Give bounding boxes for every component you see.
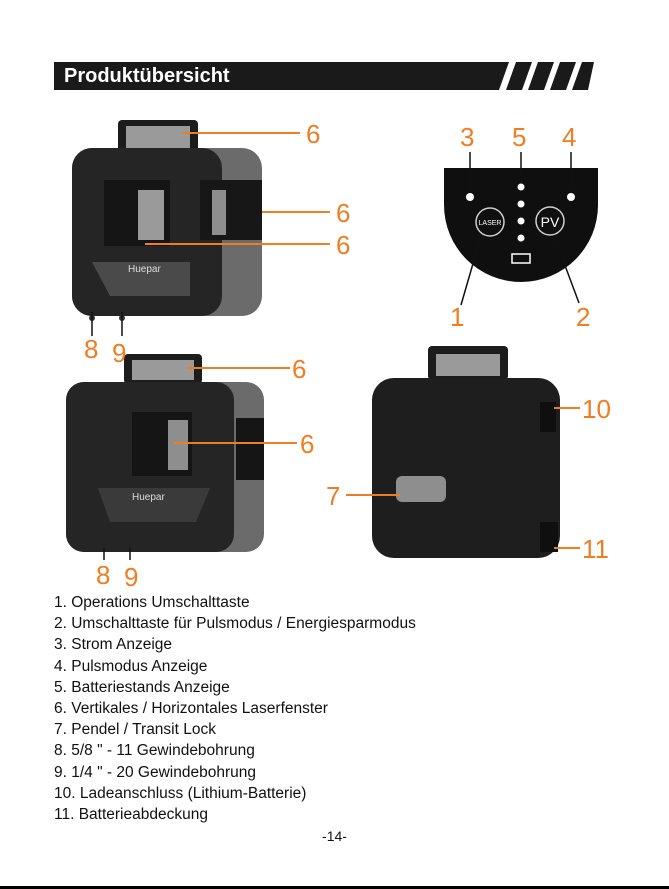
control-panel: LASER PV (444, 168, 598, 282)
callout-7: 7 (326, 481, 341, 511)
legend-item: 4. Pulsmodus Anzeige (54, 657, 208, 675)
page-number: -14- (322, 828, 347, 844)
callout-6-right: 6 (336, 198, 351, 228)
laser-button-label: LASER (479, 220, 502, 227)
callout-9-middle: 9 (124, 562, 139, 592)
callout-6-top: 6 (306, 119, 321, 149)
brand-logo-2: Huepar (132, 492, 165, 503)
callout-6-middle-top: 6 (292, 354, 307, 384)
power-indicator-led (466, 193, 474, 201)
legend-item: 2. Umschalttaste für Pulsmodus / Energie… (54, 615, 416, 633)
callout-10: 10 (582, 394, 611, 424)
bottom-rule (0, 886, 669, 889)
pulse-indicator-led (567, 193, 575, 201)
callout-9-top: 9 (112, 338, 127, 368)
header-bar-shape (54, 62, 594, 90)
legend-item: 8. 5/8 " - 11 Gewindebohrung (54, 742, 255, 760)
parts-legend: 1. Operations Umschalttaste 2. Umschaltt… (54, 592, 416, 825)
callout-3: 3 (460, 122, 475, 152)
page-title: Produktübersicht (64, 65, 230, 87)
brand-logo: Huepar (128, 264, 161, 275)
callout-2: 2 (576, 302, 591, 332)
laser-level-front-view: Huepar (72, 120, 262, 321)
pendulum-lock (396, 476, 446, 502)
legend-item: 11. Batterieabdeckung (54, 806, 208, 824)
callout-11: 11 (582, 534, 609, 564)
laser-level-rear-view (372, 346, 560, 558)
legend-item: 5. Batteriestands Anzeige (54, 678, 230, 696)
pulse-button-label: PV (541, 214, 560, 230)
legend-item: 3. Strom Anzeige (54, 636, 173, 654)
callout-4: 4 (562, 122, 577, 152)
legend-item: 7. Pendel / Transit Lock (54, 721, 216, 739)
laser-level-side-view: Huepar (66, 354, 264, 552)
callout-6-front: 6 (336, 230, 351, 260)
legend-item: 9. 1/4 " - 20 Gewindebohrung (54, 763, 256, 781)
callout-8-middle: 8 (96, 560, 111, 590)
legend-item: 1. Operations Umschalttaste (54, 594, 250, 611)
legend-item: 10. Ladeanschluss (Lithium-Batterie) (54, 784, 307, 802)
callout-1: 1 (450, 302, 465, 332)
callout-6-middle-front: 6 (300, 429, 315, 459)
callout-8-top: 8 (84, 334, 99, 364)
section-header: Produktübersicht (54, 62, 594, 90)
legend-item: 6. Vertikales / Horizontales Laserfenste… (54, 700, 328, 718)
callout-5: 5 (512, 122, 527, 152)
